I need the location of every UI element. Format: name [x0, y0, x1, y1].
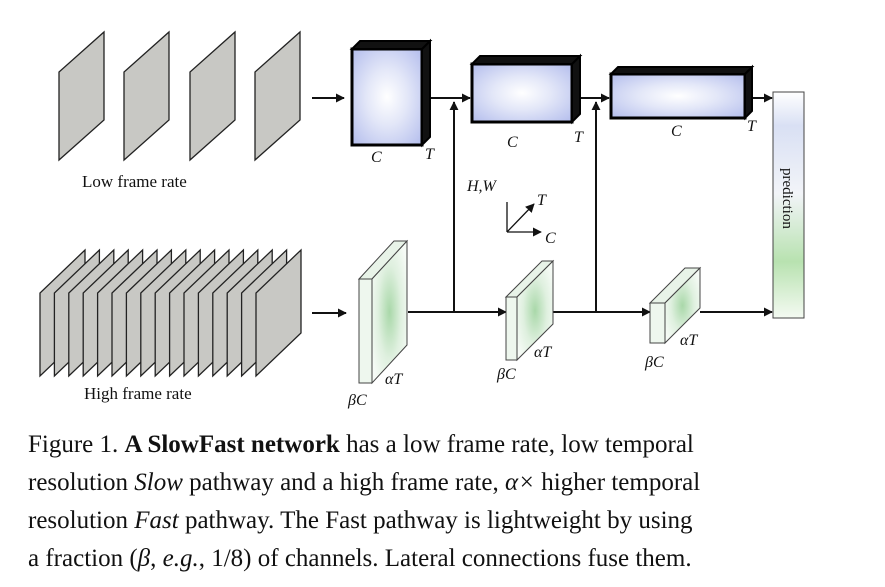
caption-line-3: resolution Fast pathway. The Fast pathwa…	[28, 502, 868, 540]
fast-block-2-c-label: βC	[496, 366, 516, 383]
caption-text: has a low frame rate, low temporal	[339, 431, 694, 458]
frame	[255, 248, 302, 378]
axes-legend	[506, 202, 542, 237]
slow-block-3-t-label: T	[747, 118, 757, 135]
caption-title: A SlowFast network	[124, 431, 340, 458]
caption-line-1: Figure 1. A SlowFast network has a low f…	[28, 426, 868, 464]
caption-prefix: Figure 1.	[28, 431, 125, 458]
slow-input-label: Low frame rate	[82, 172, 187, 191]
axis-t-label: T	[537, 192, 547, 209]
frame	[254, 30, 301, 162]
caption-text: pathway. The Fast pathway is lightweight…	[178, 507, 693, 534]
figure-caption: Figure 1. A SlowFast network has a low f…	[28, 426, 868, 578]
caption-line-2: resolution Slow pathway and a high frame…	[28, 464, 868, 502]
caption-alpha: α×	[504, 469, 535, 496]
caption-text: resolution	[28, 469, 135, 496]
fast-block-3	[648, 266, 702, 345]
slow-input-frames	[58, 30, 301, 162]
caption-text: a fraction (	[28, 545, 138, 572]
caption-slow: Slow	[134, 469, 183, 496]
caption-eg: e.g.	[162, 545, 199, 572]
fast-block-3-t-label: αT	[680, 332, 698, 349]
fast-block-3-c-label: βC	[644, 354, 664, 371]
slow-block-1	[349, 38, 433, 148]
caption-line-4: a fraction (β, e.g., 1/8) of channels. L…	[28, 540, 868, 578]
frame	[189, 30, 236, 162]
slow-block-1-t-label: T	[425, 146, 435, 163]
caption-text: higher temporal	[534, 469, 701, 496]
slow-block-1-c-label: C	[371, 149, 382, 166]
caption-beta: β	[137, 545, 151, 572]
prediction-box	[772, 91, 805, 319]
prediction-label: prediction	[779, 168, 795, 229]
axis-hw-label: H,W	[466, 178, 498, 195]
fast-input-label: High frame rate	[84, 384, 192, 403]
fast-block-1-c-label: βC	[347, 392, 367, 409]
caption-text: pathway and a high frame rate,	[182, 469, 505, 496]
slow-block-2-t-label: T	[574, 129, 584, 146]
caption-fast: Fast	[134, 507, 179, 534]
caption-text: , 1/8) of channels. Lateral connections …	[198, 545, 692, 572]
fast-block-1-t-label: αT	[385, 371, 403, 388]
fast-block-2	[504, 259, 555, 362]
fast-block-2-t-label: αT	[534, 344, 552, 361]
caption-text: resolution	[28, 507, 135, 534]
slow-block-3-c-label: C	[671, 123, 682, 140]
slow-block-3	[608, 64, 755, 121]
fast-block-1	[357, 239, 409, 385]
slow-block-2	[469, 53, 583, 125]
slowfast-diagram: Low frame rate High frame rate C T C T C…	[39, 30, 805, 409]
slow-block-2-c-label: C	[507, 134, 518, 151]
frame	[123, 30, 170, 162]
caption-text: ,	[150, 545, 163, 572]
axis-c-label: C	[545, 230, 556, 247]
fast-input-frames	[39, 248, 302, 378]
frame	[58, 30, 105, 162]
